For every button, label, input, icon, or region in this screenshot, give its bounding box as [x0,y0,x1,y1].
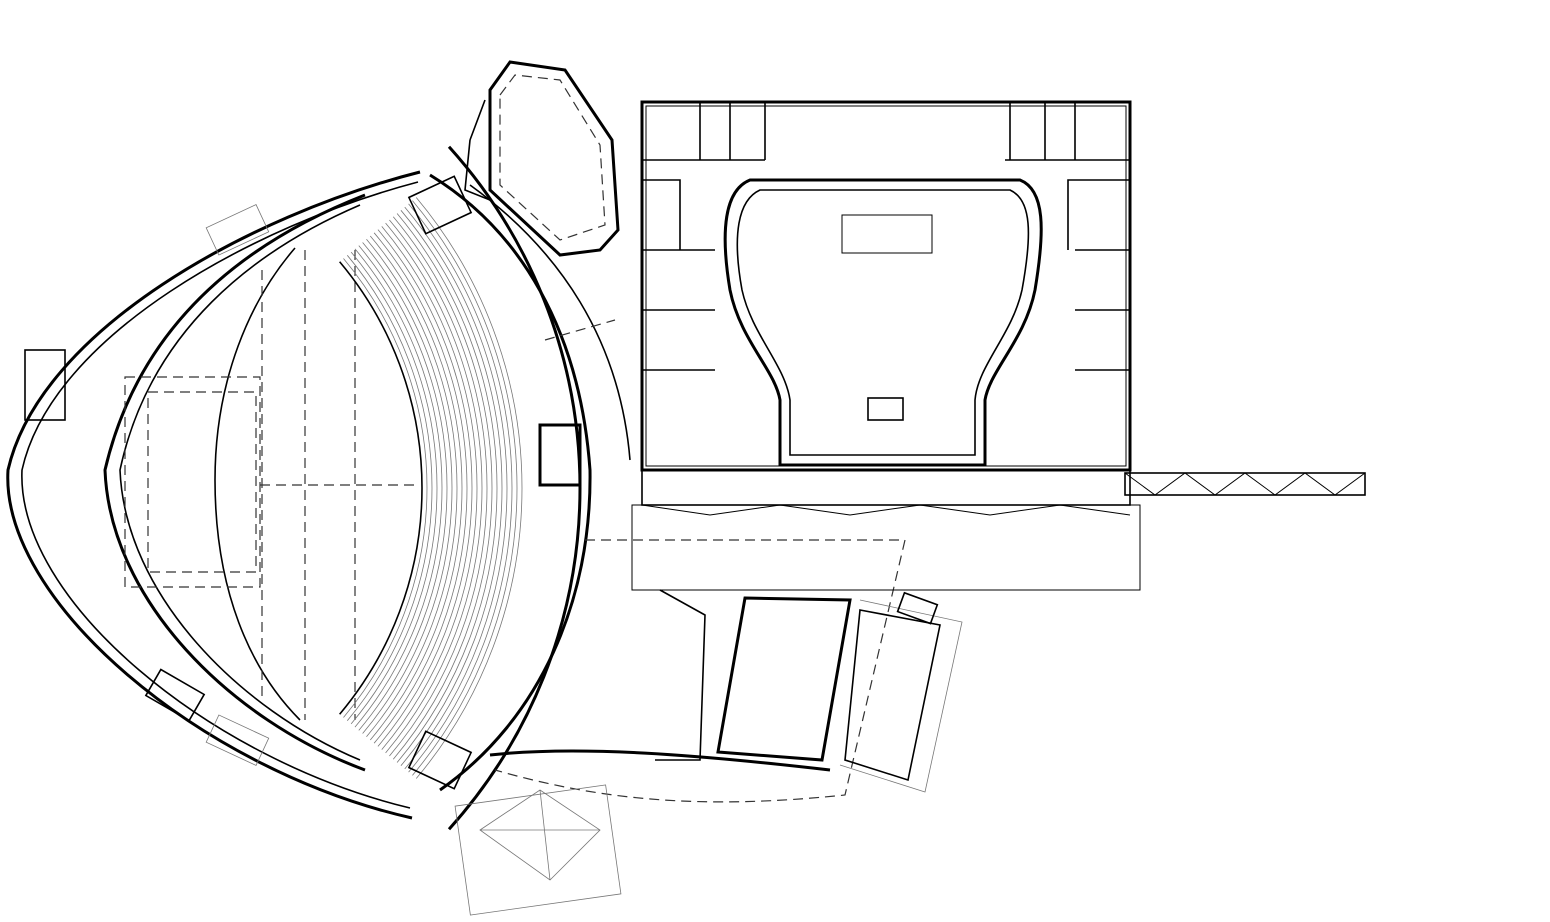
stage-platform [867,397,904,421]
stair-left-top [24,349,66,421]
orchestra-pit [841,214,933,254]
auditorium-hall-wall [214,247,301,721]
pavilion-outline [454,784,622,916]
lower-annex [489,589,963,793]
seating-row [408,203,513,773]
seating-row [389,219,488,757]
seating-row [412,200,518,776]
annex-right-outer [839,599,963,793]
seating-row [339,261,423,715]
truss-frame [1124,472,1366,496]
auditorium-rear-wall [447,145,582,831]
main-hall-stage [723,178,1043,467]
seating-row [404,206,508,770]
auditorium-outer-wall-inner [21,181,419,809]
entrance-pavilion [454,784,622,916]
auditorium-foyer-wall [103,193,366,772]
connector-wall [429,173,592,792]
stair-top [407,175,473,235]
truss-diagonals [1124,472,1366,496]
balcony-top [205,204,270,256]
forecourt-outline [631,504,1141,591]
annex-hall [716,596,852,762]
annex-left [655,589,706,761]
seating-row [377,229,473,747]
seating-rows [339,145,582,831]
seating-row [347,255,433,721]
stair-bottom [407,730,473,790]
connector-wall-outer [469,184,631,461]
stair-left-bottom [144,668,206,722]
seating-row [343,258,428,718]
stair-south [896,591,939,625]
seating-row [400,210,503,766]
rooms-left [642,102,766,371]
wc-core [538,423,582,487]
seating-row [392,216,493,760]
facade-zigzag [641,504,1131,516]
main-hall-building [631,100,1141,591]
main-hall-stage-inner [736,189,1030,456]
seating-row [350,251,438,725]
rooms-right [1005,102,1130,371]
seating-row [358,245,448,731]
auditorium [6,145,582,831]
connector-dash [494,319,906,803]
seating-row [381,226,478,750]
south-wall [489,749,831,772]
seating-row [373,232,468,744]
seating-row [366,238,458,738]
stage-outline [124,376,261,588]
auditorium-outer-wall [6,170,421,820]
pavilion-roof [479,789,601,881]
seating-row [385,222,483,754]
seating-row [354,248,443,728]
annex-right [844,609,941,782]
stage-grid [147,391,257,573]
upper-lobby-wall [488,60,620,257]
balcony-bottom [205,714,270,766]
seating-row [369,235,463,741]
facade-strip [641,469,1131,506]
truss-bridge [1124,472,1366,496]
upper-lobby-inner [499,74,606,241]
seating-row [362,242,453,734]
upper-lobby [464,60,620,257]
seating-row [396,213,498,763]
upper-lobby-bay [464,99,491,201]
seating-row [415,197,523,779]
main-hall-outer [640,100,1132,472]
auditorium-foyer-wall-inner [119,204,361,761]
